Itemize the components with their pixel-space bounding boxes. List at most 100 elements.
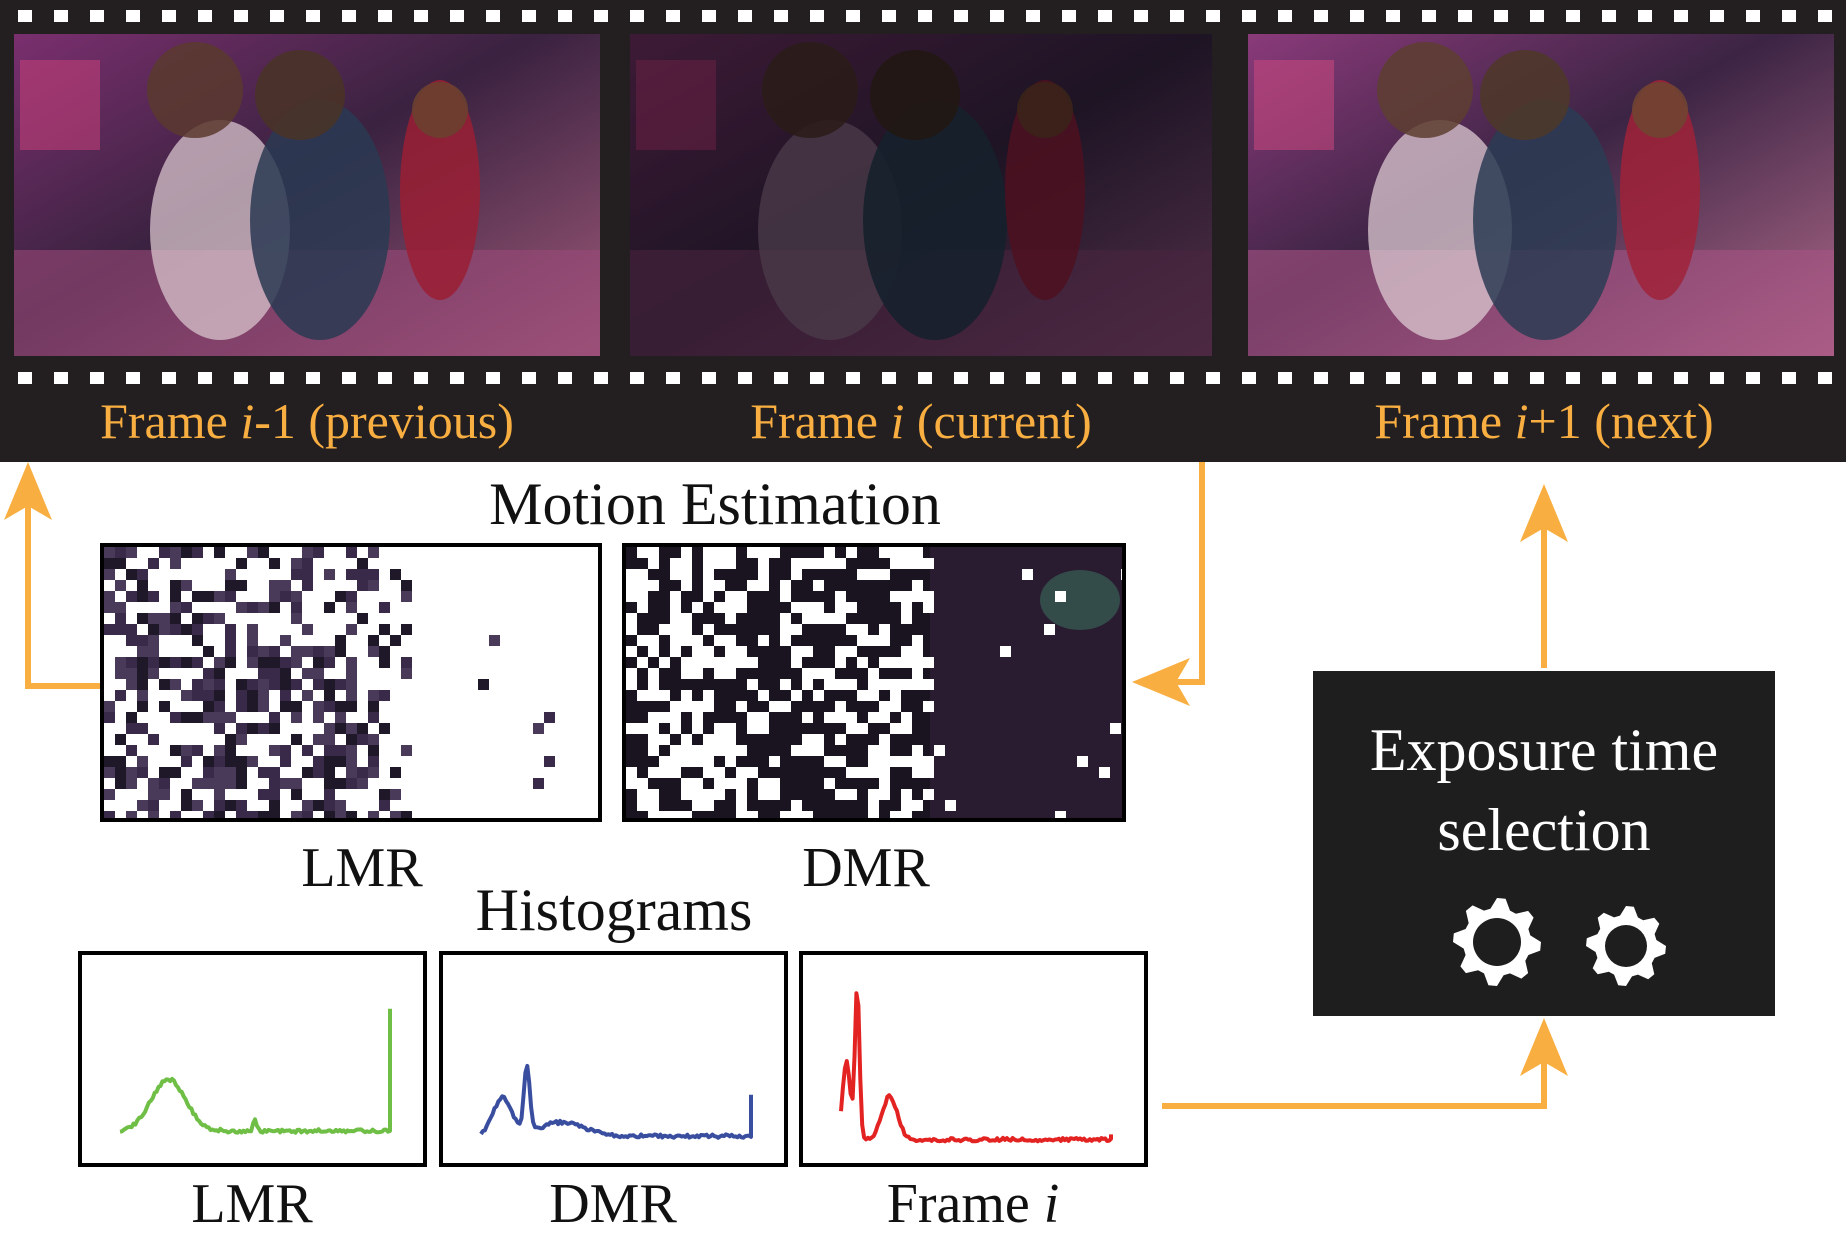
mask-block: [236, 800, 247, 811]
mask-block: [137, 800, 148, 811]
mask-block: [890, 657, 901, 668]
mask-block: [736, 778, 747, 789]
mask-block: [879, 624, 890, 635]
mask-block: [291, 701, 302, 712]
mask-block: [247, 723, 258, 734]
mask-block: [791, 800, 802, 811]
sprocket-hole: [558, 10, 572, 22]
mask-block: [813, 613, 824, 624]
mask-block: [648, 580, 659, 591]
mask-block: [368, 580, 379, 591]
mask-block: [791, 558, 802, 569]
mask-block: [148, 635, 159, 646]
mask-block: [368, 811, 379, 822]
mask-block: [714, 657, 725, 668]
mask-block: [923, 657, 934, 668]
mask-block: [637, 569, 648, 580]
mask-block: [126, 767, 137, 778]
mask-block: [791, 745, 802, 756]
mask-block: [868, 800, 879, 811]
mask-block: [703, 800, 714, 811]
mask-block: [247, 635, 258, 646]
mask-block: [868, 690, 879, 701]
mask-block: [857, 624, 868, 635]
mask-block: [681, 811, 692, 822]
mask-block: [148, 624, 159, 635]
mask-block: [170, 547, 181, 558]
mask-block: [192, 712, 203, 723]
mask-block: [280, 580, 291, 591]
mask-block: [357, 569, 368, 580]
mask-block: [170, 712, 181, 723]
arrow-heads: [4, 462, 1568, 1076]
mask-block: [214, 701, 225, 712]
sprocket-hole: [1386, 372, 1400, 384]
mask-block: [401, 624, 412, 635]
mask-block: [203, 668, 214, 679]
mask-block: [923, 767, 934, 778]
mask-block: [302, 569, 313, 580]
mask-block: [236, 734, 247, 745]
mask-block: [203, 811, 214, 822]
mask-block: [225, 734, 236, 745]
sprocket-hole: [126, 372, 140, 384]
mask-block: [324, 800, 335, 811]
mask-block: [725, 668, 736, 679]
mask-block: [313, 679, 324, 690]
mask-block: [401, 811, 412, 822]
mask-block: [335, 712, 346, 723]
mask-block: [890, 701, 901, 712]
mask-block: [703, 734, 714, 745]
mask-block: [868, 712, 879, 723]
mask-block: [868, 756, 879, 767]
mask-block: [181, 690, 192, 701]
mask-block: [857, 569, 868, 580]
sprocket-hole: [1746, 372, 1760, 384]
mask-block: [769, 756, 780, 767]
mask-block: [346, 547, 357, 558]
dmr-mask-label: DMR: [802, 837, 930, 899]
mask-block: [802, 811, 813, 822]
mask-block: [324, 723, 335, 734]
mask-block: [725, 756, 736, 767]
mask-block: [681, 657, 692, 668]
mask-block: [390, 569, 401, 580]
mask-block: [824, 547, 835, 558]
mask-block: [214, 657, 225, 668]
mask-block: [126, 778, 137, 789]
mask-block: [879, 756, 890, 767]
mask-block: [379, 690, 390, 701]
mask-block: [137, 657, 148, 668]
mask-block: [335, 800, 346, 811]
mask-block: [780, 613, 791, 624]
mask-block: [258, 602, 269, 613]
mask-block: [670, 624, 681, 635]
mask-block: [258, 668, 269, 679]
mask-block: [637, 789, 648, 800]
mask-block: [824, 679, 835, 690]
mask-block: [203, 778, 214, 789]
mask-block: [181, 800, 192, 811]
mask-block: [313, 547, 324, 558]
mask-block: [901, 789, 912, 800]
mask-block: [225, 624, 236, 635]
mask-block: [225, 569, 236, 580]
mask-block: [203, 701, 214, 712]
mask-block: [225, 646, 236, 657]
histogram-frame-i-label: Frame i: [887, 1173, 1060, 1235]
sprocket-hole: [630, 372, 644, 384]
mask-block: [346, 569, 357, 580]
sprocket-hole: [882, 372, 896, 384]
mask-block: [313, 756, 324, 767]
sprocket-hole: [1494, 372, 1508, 384]
mask-block: [236, 558, 247, 569]
mask-block: [659, 756, 670, 767]
mask-block: [115, 657, 126, 668]
sprocket-hole: [1350, 10, 1364, 22]
sprocket-hole: [1566, 10, 1580, 22]
mask-block: [104, 756, 115, 767]
mask-block: [791, 657, 802, 668]
sprocket-hole: [378, 372, 392, 384]
mask-block: [368, 646, 379, 657]
mask-block: [703, 701, 714, 712]
